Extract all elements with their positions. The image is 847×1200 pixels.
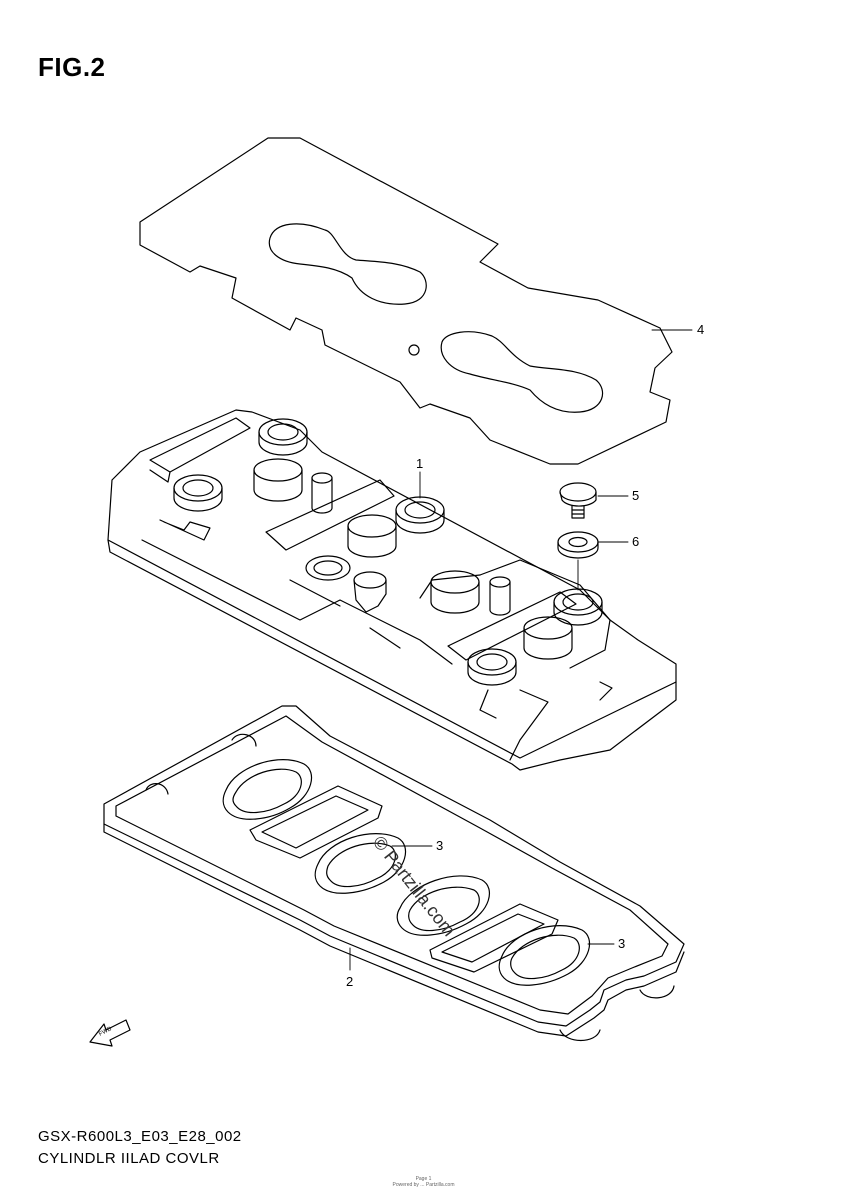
callout-5: 5 bbox=[632, 488, 639, 503]
callout-2: 2 bbox=[346, 974, 353, 989]
plug-hole-gaskets bbox=[222, 759, 591, 986]
callout-6: 6 bbox=[632, 534, 639, 549]
cover-plate-gasket bbox=[139, 137, 673, 465]
watermark: © Partzilla.com bbox=[369, 832, 459, 940]
forward-direction-arrow-icon bbox=[89, 1019, 131, 1047]
fine-print-line-2: Powered by ... Partzilla.com bbox=[392, 1182, 455, 1188]
leader-lines bbox=[349, 329, 693, 971]
fine-print: Page 1 Powered by ... Partzilla.com bbox=[0, 1176, 847, 1188]
callout-1: 1 bbox=[416, 456, 423, 471]
cover-gasket bbox=[103, 705, 685, 1042]
diagram-caption: CYLINDLR IILAD COVLR bbox=[38, 1150, 220, 1167]
diagram-code: GSX-R600L3_E03_E28_002 bbox=[38, 1128, 242, 1145]
callout-3-lower: 3 bbox=[618, 936, 625, 951]
fine-print-line-1: Page 1 bbox=[415, 1176, 432, 1182]
figure-title: FIG.2 bbox=[38, 52, 106, 82]
callout-4: 4 bbox=[697, 322, 704, 337]
callout-3-upper: 3 bbox=[436, 838, 443, 853]
washer bbox=[557, 531, 599, 559]
bolt bbox=[559, 482, 597, 519]
cylinder-head-cover bbox=[107, 409, 677, 771]
